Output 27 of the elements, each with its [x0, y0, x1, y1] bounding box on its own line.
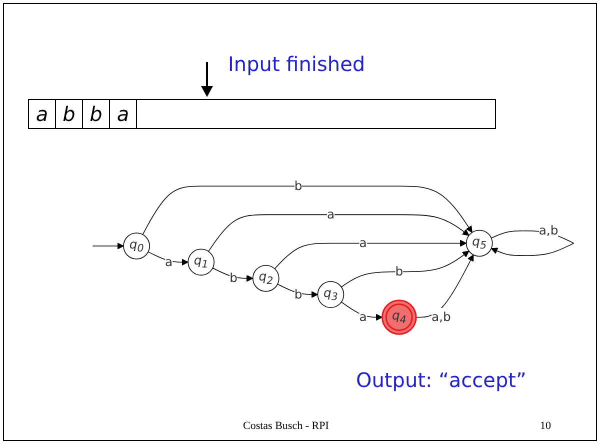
- edge-label: a,b: [432, 310, 451, 324]
- footer-text: Costas Busch - RPI: [243, 420, 329, 432]
- arrow: [274, 240, 467, 270]
- edge-label: a: [326, 206, 335, 222]
- edge-label: a,b: [538, 223, 558, 238]
- page-number: 10: [540, 420, 551, 432]
- node-circle: q$_{0}$: [123, 232, 150, 260]
- node-circle: q$_{4}$: [382, 300, 417, 335]
- edge-label: a: [359, 235, 367, 250]
- arrow: [416, 254, 474, 318]
- pointer-label: Input finished: [228, 52, 366, 76]
- node-circle: q$_{5}$: [466, 230, 493, 257]
- edge-label: b: [230, 270, 238, 286]
- edge-label: a: [359, 310, 367, 324]
- edge-label: a: [165, 254, 173, 270]
- edge-label: b: [294, 286, 302, 302]
- node-circle: q$_{1}$: [188, 248, 214, 276]
- edge-label: b: [294, 178, 302, 194]
- arrow: [92, 242, 124, 250]
- output-text: Output: “accept”: [356, 368, 526, 392]
- arrow: [208, 214, 470, 252]
- edge-label: b: [395, 264, 404, 279]
- arrow: [142, 186, 472, 235]
- arrow: [148, 251, 188, 266]
- arrow: [340, 250, 470, 288]
- node-circle: q$_{3}$: [317, 281, 344, 308]
- node-circle: q$_{2}$: [252, 264, 280, 292]
